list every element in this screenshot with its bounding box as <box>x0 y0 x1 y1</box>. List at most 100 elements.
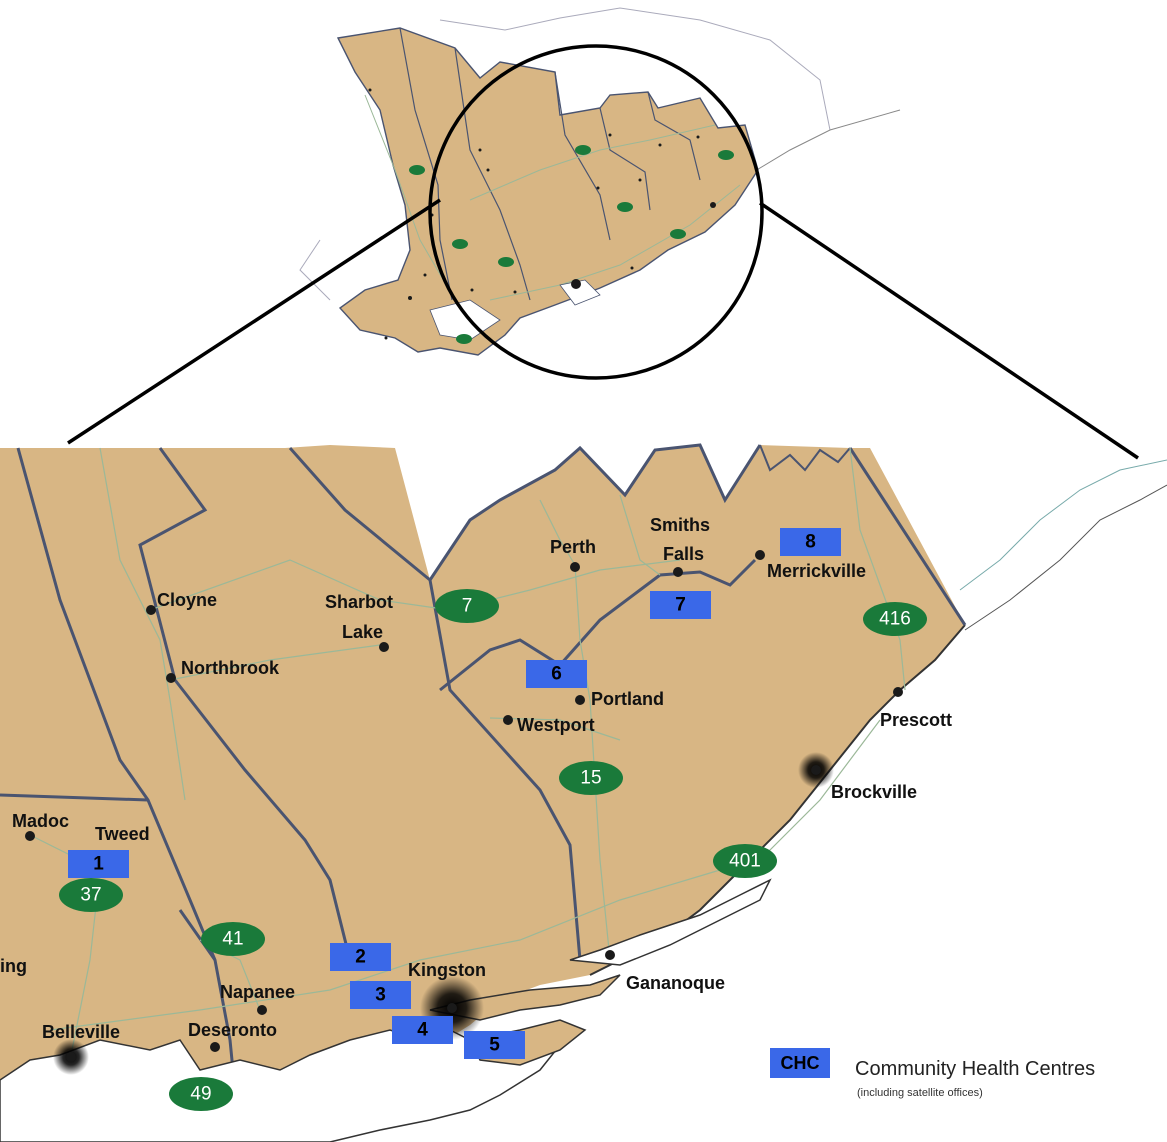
highway-shield-shape <box>713 844 777 878</box>
town-label-belleville: Belleville <box>42 1022 120 1042</box>
chc-box <box>330 943 391 971</box>
highway-shield-37: 37 <box>59 878 123 912</box>
highway-shield-7: 7 <box>435 589 499 623</box>
town-dot-northbrook <box>166 673 176 683</box>
chc-number: 4 <box>417 1020 428 1041</box>
town-label-smiths: Smiths <box>650 515 710 535</box>
town-label-smiths-line2: Falls <box>663 544 704 564</box>
town-dot-madoc <box>25 831 35 841</box>
detail-land <box>0 445 965 1142</box>
chc-box <box>780 528 841 556</box>
town-label-northbrook: Northbrook <box>181 658 280 678</box>
highway-shield-49: 49 <box>169 1077 233 1111</box>
chc-number: 7 <box>675 595 686 616</box>
highway-shield-shape <box>59 878 123 912</box>
town-dot-smiths <box>673 567 683 577</box>
town-dot-brockville <box>811 765 821 775</box>
town-dot-gananoque <box>605 950 615 960</box>
highway-shield-15: 15 <box>559 761 623 795</box>
highway-number: 7 <box>462 596 473 617</box>
highway-shield-shape <box>201 922 265 956</box>
chc-number: 2 <box>355 947 366 968</box>
town-label-prescott: Prescott <box>880 710 952 730</box>
town-dot-belleville <box>66 1052 76 1062</box>
town-label-westport: Westport <box>517 715 595 735</box>
town-label-gananoque: Gananoque <box>626 973 725 993</box>
town-label-partial: ing <box>0 956 27 976</box>
town-label-portland: Portland <box>591 689 664 709</box>
connector-line-left <box>67 198 441 445</box>
town-dot-deseronto <box>210 1042 220 1052</box>
town-label-merrickville: Merrickville <box>767 561 866 581</box>
legend-chc-label: CHC <box>781 1053 820 1073</box>
chc-box <box>350 981 411 1009</box>
town-dot-napanee <box>257 1005 267 1015</box>
chc-marker-4: 4 <box>392 1016 453 1044</box>
town-dot-kingston <box>447 1003 457 1013</box>
town-label-sharbot: Sharbot <box>325 592 393 612</box>
town-label-brockville: Brockville <box>831 782 917 802</box>
highway-number: 416 <box>879 609 911 630</box>
county-boundaries <box>0 443 967 1142</box>
chc-number: 8 <box>805 532 816 553</box>
town-label-sharbot-line2: Lake <box>342 622 383 642</box>
chc-number: 6 <box>551 664 562 685</box>
highway-shield-shape <box>435 589 499 623</box>
chc-box <box>68 850 129 878</box>
town-label-kingston: Kingston <box>408 960 486 980</box>
chc-box <box>392 1016 453 1044</box>
town-label-napanee: Napanee <box>220 982 295 1002</box>
town-dot-merrickville <box>755 550 765 560</box>
connector-line-right <box>759 201 1139 460</box>
town-dots <box>25 550 903 1075</box>
highway-shield-416: 416 <box>863 602 927 636</box>
magnifier-circle <box>428 44 764 380</box>
overview-highway-shields <box>409 145 734 344</box>
overview-towns <box>368 88 716 340</box>
chc-box <box>526 660 587 688</box>
highway-shield-shape <box>169 1077 233 1111</box>
legend-chc-box <box>770 1048 830 1078</box>
town-dot-cloyne <box>146 605 156 615</box>
town-dot-sharbot <box>379 642 389 652</box>
chc-number: 1 <box>93 854 104 875</box>
chc-box <box>650 591 711 619</box>
chc-box <box>464 1031 525 1059</box>
chc-marker-3: 3 <box>350 981 411 1009</box>
chc-marker-7: 7 <box>650 591 711 619</box>
town-dot-westport <box>503 715 513 725</box>
town-dot-perth <box>570 562 580 572</box>
chc-marker-1: 1 <box>68 850 129 878</box>
highway-shield-shape <box>863 602 927 636</box>
highway-shield-41: 41 <box>201 922 265 956</box>
legend: CHC Community Health Centres (including … <box>770 1048 1095 1099</box>
town-dot-portland <box>575 695 585 705</box>
town-dot-prescott <box>893 687 903 697</box>
overview-map <box>299 7 901 356</box>
town-label-madoc: Madoc <box>12 811 69 831</box>
legend-subtitle: (including satellite offices) <box>857 1087 983 1099</box>
town-label-cloyne: Cloyne <box>157 590 217 610</box>
chc-number: 5 <box>489 1035 500 1056</box>
chc-marker-8: 8 <box>780 528 841 556</box>
chc-number: 3 <box>375 985 386 1006</box>
highway-number: 401 <box>729 851 761 872</box>
town-label-deseronto: Deseronto <box>188 1020 277 1040</box>
chc-marker-5: 5 <box>464 1031 525 1059</box>
town-label-tweed: Tweed <box>95 824 150 844</box>
chc-marker-6: 6 <box>526 660 587 688</box>
highway-shield-401: 401 <box>713 844 777 878</box>
town-label-perth: Perth <box>550 537 596 557</box>
highway-number: 37 <box>80 885 101 906</box>
highway-number: 41 <box>222 929 243 950</box>
highway-number: 49 <box>190 1084 211 1105</box>
detail-map <box>0 443 1167 1142</box>
highway-number: 15 <box>580 768 601 789</box>
chc-marker-2: 2 <box>330 943 391 971</box>
highway-shield-shape <box>559 761 623 795</box>
legend-title: Community Health Centres <box>855 1058 1095 1080</box>
